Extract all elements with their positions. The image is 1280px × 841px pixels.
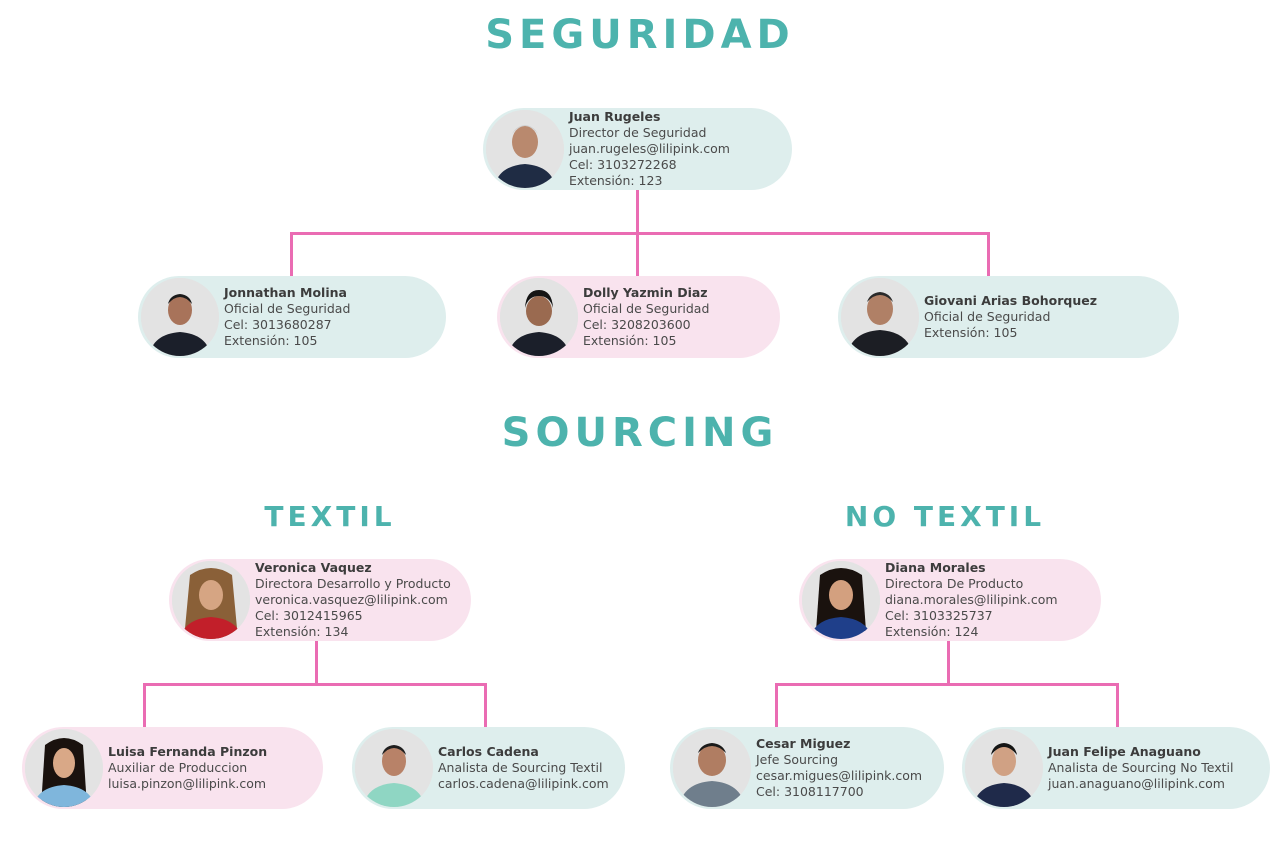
- avatar: [172, 561, 250, 639]
- card-cesar-miguez: Cesar Miguez Jefe Sourcing cesar.migues@…: [670, 727, 944, 809]
- person-cel: Cel: 3108117700: [756, 784, 864, 799]
- avatar: [355, 729, 433, 807]
- person-role: Analista de Sourcing Textil: [438, 760, 603, 775]
- connector-line: [315, 640, 318, 685]
- connector-line: [636, 232, 639, 276]
- person-email[interactable]: luisa.pinzon@lilipink.com: [108, 776, 267, 791]
- person-ext: Extensión: 134: [255, 624, 349, 639]
- person-cel: Cel: 3103325737: [885, 608, 993, 623]
- avatar: [25, 729, 103, 807]
- person-email[interactable]: cesar.migues@lilipink.com: [756, 768, 923, 783]
- person-name: Giovani Arias Bohorquez: [924, 293, 1097, 308]
- card-carlos-cadena: Carlos Cadena Analista de Sourcing Texti…: [352, 727, 625, 809]
- avatar: [141, 278, 219, 356]
- person-ext: Extensión: 105: [924, 325, 1018, 340]
- person-name: Juan Rugeles: [569, 109, 661, 124]
- connector-line: [290, 232, 990, 235]
- person-cel: Cel: 3012415965: [255, 608, 363, 623]
- card-juan-anaguano: Juan Felipe Anaguano Analista de Sourcin…: [962, 727, 1270, 809]
- person-role: Directora Desarrollo y Producto: [255, 576, 451, 591]
- person-name: Luisa Fernanda Pinzon: [108, 744, 268, 759]
- avatar: [841, 278, 919, 356]
- avatar: [486, 110, 564, 188]
- person-role: Auxiliar de Produccion: [108, 760, 248, 775]
- person-cel: Cel: 3013680287: [224, 317, 332, 332]
- avatar: [673, 729, 751, 807]
- connector-line: [947, 640, 950, 685]
- card-luisa-pinzon: Luisa Fernanda Pinzon Auxiliar de Produc…: [22, 727, 323, 809]
- connector-line: [1116, 683, 1119, 727]
- person-email[interactable]: diana.morales@lilipink.com: [885, 592, 1058, 607]
- card-veronica-vaquez: Veronica Vaquez Directora Desarrollo y P…: [169, 559, 471, 641]
- heading-sourcing: SOURCING: [501, 410, 779, 456]
- person-role: Oficial de Seguridad: [924, 309, 1051, 324]
- card-dolly-diaz: Dolly Yazmin Diaz Oficial de Seguridad C…: [497, 276, 780, 358]
- person-cel: Cel: 3208203600: [583, 317, 691, 332]
- person-name: Cesar Miguez: [756, 736, 851, 751]
- person-name: Dolly Yazmin Diaz: [583, 285, 708, 300]
- person-role: Directora De Producto: [885, 576, 1024, 591]
- card-jonnathan-molina: Jonnathan Molina Oficial de Seguridad Ce…: [138, 276, 446, 358]
- person-name: Jonnathan Molina: [224, 285, 347, 300]
- card-diana-morales: Diana Morales Directora De Producto dian…: [799, 559, 1101, 641]
- connector-line: [636, 190, 639, 234]
- connector-line: [143, 683, 146, 727]
- person-role: Jefe Sourcing: [756, 752, 839, 767]
- card-giovani-arias: Giovani Arias Bohorquez Oficial de Segur…: [838, 276, 1179, 358]
- person-cel: Cel: 3103272268: [569, 157, 677, 172]
- person-ext: Extensión: 123: [569, 173, 663, 188]
- person-role: Director de Seguridad: [569, 125, 707, 140]
- heading-seguridad: SEGURIDAD: [485, 12, 795, 58]
- connector-line: [290, 232, 293, 276]
- person-ext: Extensión: 105: [583, 333, 677, 348]
- connector-line: [484, 683, 487, 727]
- person-email[interactable]: juan.anaguano@lilipink.com: [1048, 776, 1225, 791]
- connector-line: [775, 683, 778, 727]
- connector-line: [143, 683, 487, 686]
- avatar: [500, 278, 578, 356]
- person-email[interactable]: juan.rugeles@lilipink.com: [569, 141, 730, 156]
- person-email[interactable]: carlos.cadena@lilipink.com: [438, 776, 609, 791]
- person-role: Oficial de Seguridad: [583, 301, 710, 316]
- connector-line: [987, 232, 990, 276]
- avatar: [802, 561, 880, 639]
- person-role: Oficial de Seguridad: [224, 301, 351, 316]
- person-email[interactable]: veronica.vasquez@lilipink.com: [255, 592, 448, 607]
- person-ext: Extensión: 105: [224, 333, 318, 348]
- heading-textil: TEXTIL: [264, 500, 396, 533]
- card-juan-rugeles: Juan Rugeles Director de Seguridad juan.…: [483, 108, 792, 190]
- heading-no-textil: NO TEXTIL: [844, 500, 1046, 533]
- person-name: Juan Felipe Anaguano: [1048, 744, 1201, 759]
- person-name: Veronica Vaquez: [255, 560, 372, 575]
- avatar: [965, 729, 1043, 807]
- person-ext: Extensión: 124: [885, 624, 979, 639]
- person-name: Diana Morales: [885, 560, 986, 575]
- connector-line: [775, 683, 1119, 686]
- person-role: Analista de Sourcing No Textil: [1048, 760, 1234, 775]
- person-name: Carlos Cadena: [438, 744, 539, 759]
